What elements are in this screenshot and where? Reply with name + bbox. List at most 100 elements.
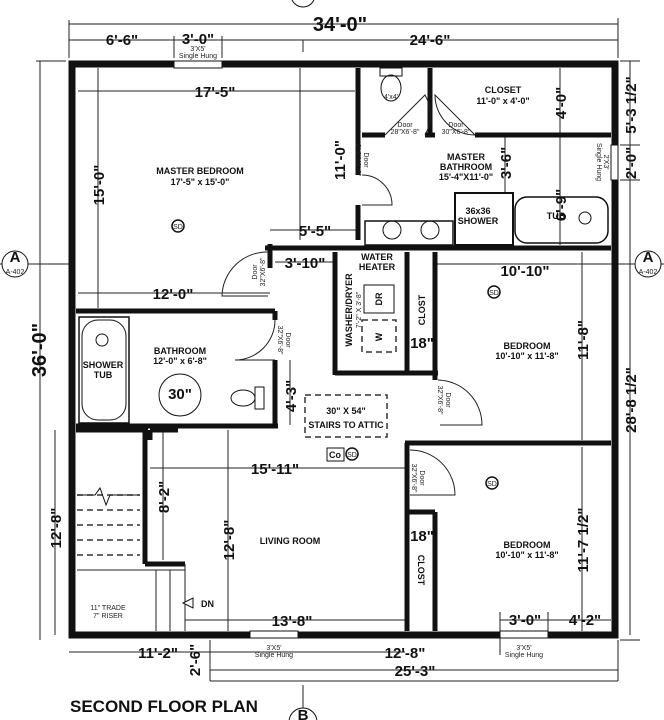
- svg-text:32"X6'-8": 32"X6'-8": [436, 386, 443, 415]
- svg-text:3'-6": 3'-6": [498, 147, 515, 179]
- svg-text:18": 18": [410, 528, 434, 545]
- svg-text:25'-3": 25'-3": [395, 663, 436, 680]
- svg-text:15'-0": 15'-0": [91, 165, 108, 206]
- svg-text:3'-0": 3'-0": [182, 31, 214, 48]
- svg-text:12'-0" x 6'-8": 12'-0" x 6'-8": [153, 356, 207, 366]
- svg-text:SD: SD: [489, 290, 499, 297]
- svg-text:3'-0": 3'-0": [509, 612, 541, 629]
- doors: [221, 93, 483, 496]
- svg-text:SD: SD: [487, 481, 497, 488]
- svg-text:TUB: TUB: [94, 370, 113, 380]
- svg-text:34'-0": 34'-0": [313, 14, 367, 36]
- svg-text:7" RISER: 7" RISER: [93, 613, 123, 620]
- svg-text:6'-6": 6'-6": [106, 32, 138, 49]
- svg-text:BATHROOM: BATHROOM: [440, 162, 492, 172]
- svg-text:11" TRADE: 11" TRADE: [90, 605, 126, 612]
- svg-text:Door: Door: [252, 264, 259, 280]
- svg-text:Door: Door: [397, 122, 413, 129]
- svg-text:Door: Door: [448, 122, 464, 129]
- svg-text:36x36: 36x36: [465, 206, 490, 216]
- svg-text:32"X6'-8": 32"X6'-8": [410, 464, 417, 493]
- svg-text:SD: SD: [347, 452, 357, 459]
- svg-text:4'x4': 4'x4': [384, 94, 398, 101]
- svg-text:W: W: [374, 332, 384, 341]
- svg-text:MASTER BEDROOM: MASTER BEDROOM: [156, 166, 244, 176]
- shower-enclosure: [454, 192, 514, 246]
- svg-text:A: A: [10, 249, 21, 266]
- smoke-detector-icon: SD: [345, 447, 359, 461]
- svg-text:7'-2" X 3'-8": 7'-2" X 3'-8": [356, 291, 363, 328]
- svg-text:CLOST: CLOST: [417, 294, 427, 325]
- svg-text:5'-5": 5'-5": [299, 223, 331, 240]
- svg-text:5'-3 1/2": 5'-3 1/2": [623, 76, 640, 133]
- smoke-detector-icon: SD: [485, 476, 499, 490]
- svg-text:10'-10" x 11'-8": 10'-10" x 11'-8": [495, 351, 558, 361]
- svg-text:B: B: [298, 707, 309, 720]
- svg-text:12'-8": 12'-8": [221, 520, 238, 561]
- svg-text:10'-10" x 11'-8": 10'-10" x 11'-8": [495, 550, 558, 560]
- svg-text:15'-11": 15'-11": [251, 461, 299, 478]
- svg-text:A-402: A-402: [639, 269, 658, 276]
- svg-text:SD: SD: [173, 224, 183, 231]
- svg-text:28"X6'-8": 28"X6'-8": [391, 129, 420, 136]
- svg-text:CLOSET: CLOSET: [485, 85, 522, 95]
- bathtub: [514, 196, 609, 244]
- svg-text:Single Hung: Single Hung: [595, 143, 602, 181]
- svg-text:8'-2": 8'-2": [156, 481, 173, 513]
- svg-text:Door: Door: [444, 392, 451, 408]
- svg-text:Door: Door: [362, 152, 369, 168]
- svg-text:30" X 54": 30" X 54": [326, 406, 366, 416]
- washer: [361, 319, 397, 353]
- dryer: [363, 284, 395, 314]
- fixtures: [77, 67, 609, 631]
- svg-text:DN: DN: [201, 599, 214, 609]
- svg-text:30": 30": [168, 386, 192, 403]
- svg-text:11'-0" x 4'-0": 11'-0" x 4'-0": [476, 96, 529, 106]
- svg-text:32"X6'-8": 32"X6'-8": [276, 326, 283, 355]
- svg-text:11'-0": 11'-0": [332, 140, 349, 180]
- toilet: [230, 389, 256, 407]
- svg-text:2'-6"X6'-8": 2'-6"X6'-8": [354, 144, 361, 177]
- svg-text:DR: DR: [374, 292, 384, 305]
- svg-text:12'-0": 12'-0": [153, 286, 194, 303]
- svg-text:3'X5': 3'X5': [266, 645, 281, 652]
- svg-text:HEATER: HEATER: [359, 262, 396, 272]
- toilet: [380, 74, 402, 102]
- svg-text:STAIRS TO ATTIC: STAIRS TO ATTIC: [308, 420, 384, 430]
- dimension-lines: [0, 18, 664, 712]
- section-marker-left: A A-402: [1, 249, 29, 278]
- svg-text:24'-6": 24'-6": [410, 32, 451, 49]
- smoke-detector-icon: SD: [487, 285, 501, 299]
- svg-text:Door: Door: [284, 332, 291, 348]
- svg-text:3'X5': 3'X5': [190, 46, 205, 53]
- svg-text:13'-8": 13'-8": [272, 613, 313, 630]
- smoke-detectors: SD SD SD SD: [171, 219, 501, 490]
- windows: [173, 60, 619, 639]
- svg-text:BEDROOM: BEDROOM: [504, 341, 551, 351]
- svg-text:Single Hung: Single Hung: [255, 652, 293, 659]
- svg-text:Single Hung: Single Hung: [179, 53, 217, 60]
- turning-circle: [158, 373, 202, 417]
- svg-text:10'-10": 10'-10": [500, 263, 549, 280]
- svg-text:BATHROOM: BATHROOM: [154, 346, 206, 356]
- svg-text:15'-4"X11'-0": 15'-4"X11'-0": [439, 172, 493, 182]
- svg-text:11'-8": 11'-8": [575, 320, 592, 360]
- svg-text:WASHER/DRYER: WASHER/DRYER: [344, 273, 354, 347]
- section-marker-bottom: B: [288, 707, 318, 720]
- svg-text:LIVING ROOM: LIVING ROOM: [260, 536, 321, 546]
- svg-text:WATER: WATER: [361, 252, 393, 262]
- svg-text:A: A: [643, 249, 654, 266]
- svg-text:BEDROOM: BEDROOM: [504, 540, 551, 550]
- svg-text:17'-5" x 15'-0": 17'-5" x 15'-0": [171, 177, 230, 187]
- dimension-labels: 34'-0" 6'-6" 3'-0" 24'-6" 17'-5" 15'-0" …: [29, 14, 640, 680]
- svg-text:3'X5': 3'X5': [516, 645, 531, 652]
- svg-text:11'-2": 11'-2": [138, 645, 178, 662]
- svg-text:6'-9": 6'-9": [553, 189, 570, 221]
- svg-text:4'-2": 4'-2": [569, 612, 601, 629]
- svg-text:2'-0": 2'-0": [623, 147, 640, 179]
- door-labels: Door 28"X6'-8" Door 30"X6'-8" Door 2'-6"…: [252, 122, 471, 493]
- plan-title: SECOND FLOOR PLAN: [70, 697, 258, 716]
- svg-text:32"X6'-8": 32"X6'-8": [260, 257, 267, 286]
- svg-text:Single Hung: Single Hung: [505, 652, 543, 659]
